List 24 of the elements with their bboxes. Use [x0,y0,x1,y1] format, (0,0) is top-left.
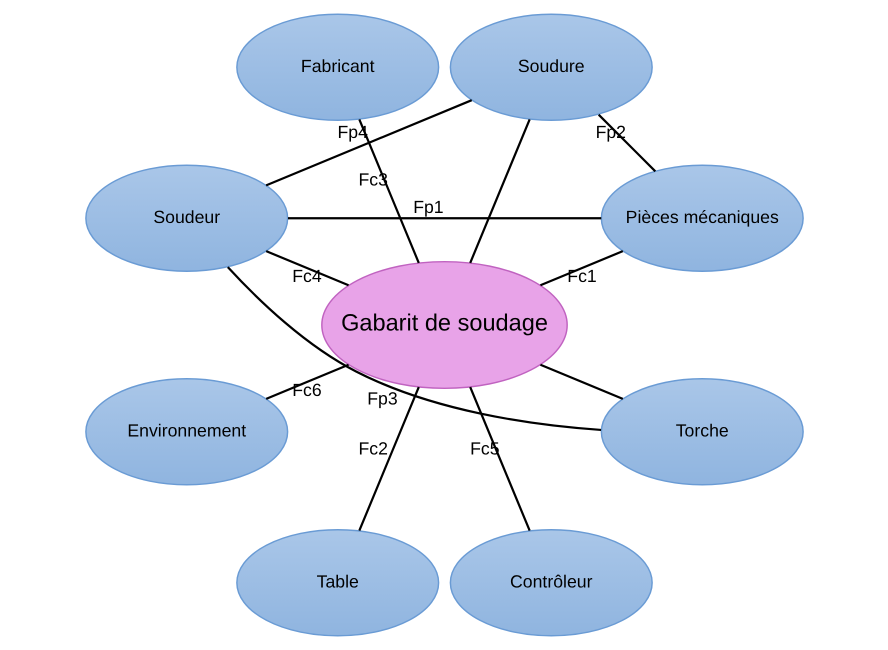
connector [540,250,623,286]
node-ellipse: Contrôleur [449,529,652,636]
node-ellipse: Pièces mécaniques [600,164,804,272]
edge-label: Fc4 [292,266,322,286]
edge-label: Fc2 [358,438,388,459]
edge-label: Fp1 [412,197,444,218]
connector [468,386,530,532]
connector [540,364,623,400]
connector [265,364,348,400]
connector [226,266,601,432]
connector [358,119,420,264]
connector [265,250,348,286]
connector [358,386,420,532]
node-ellipse: Soudure [449,14,652,121]
node-ellipse: Soudeur [84,164,288,272]
connector [468,119,530,264]
node-ellipse: Environnement [84,378,288,486]
node-ellipse: Fabricant [236,14,439,121]
connector [287,217,601,220]
edge-label: Fp3 [366,388,398,408]
node-ellipse: Gabarit de soudage [320,260,568,390]
connector [265,99,472,186]
node-ellipse: Torche [600,378,804,486]
node-ellipse: Table [236,529,439,636]
